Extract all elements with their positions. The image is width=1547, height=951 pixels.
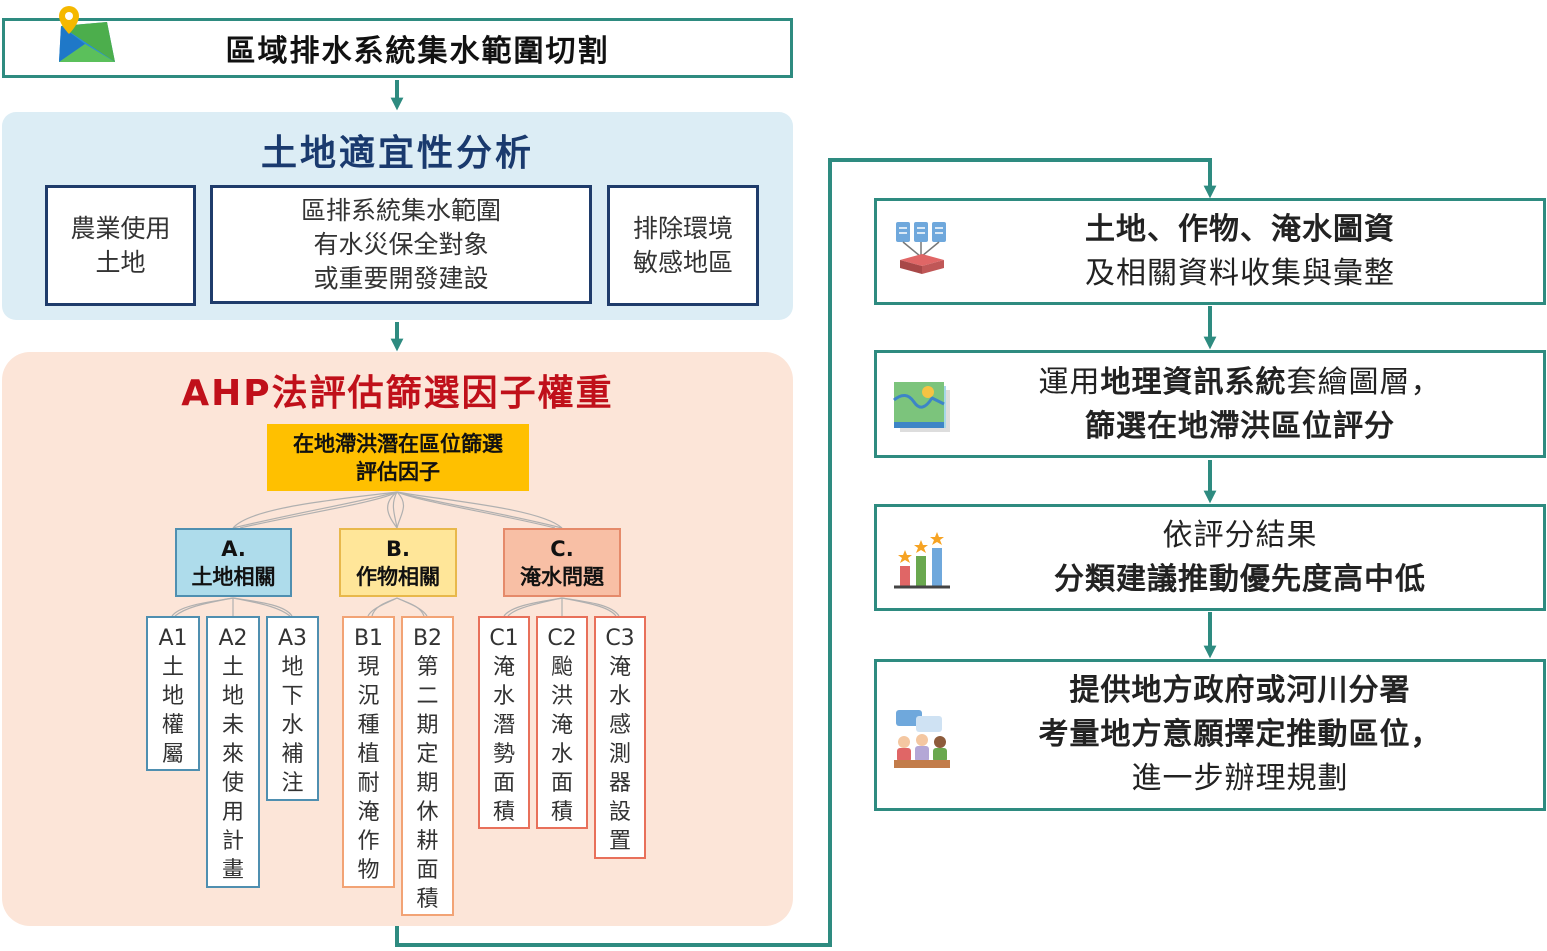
step-3-text: 依評分結果 分類建議推動優先度高中低 [960, 510, 1520, 606]
factor-text: 颱洪淹水面積 [550, 655, 573, 825]
step-line: 依評分結果 [1162, 518, 1318, 553]
map-layers-icon [892, 380, 954, 438]
factor-text: 地下水補注 [281, 655, 304, 796]
step-3-box [874, 504, 1546, 611]
factor-text: 現況種植耐淹作物 [357, 655, 380, 883]
meeting-icon [892, 708, 954, 770]
land-box-agri: 農業使用 土地 [45, 185, 196, 306]
step-line: 運用地理資訊系統套繪圖層， [1039, 361, 1442, 405]
land-box-line: 敏感地區 [632, 247, 733, 277]
factor-code: C2 [547, 626, 577, 651]
step-line: 進一步辦理規劃 [1131, 761, 1349, 796]
factor-c1: C1 淹水潛勢面積 [478, 616, 530, 829]
step-run: 運用 [1038, 365, 1101, 400]
step-1-text: 土地、作物、淹水圖資 及相關資料收集與彙整 [960, 204, 1520, 300]
land-box-catchment: 區排系統集水範圍 有水災保全對象 或重要開發建設 [210, 185, 592, 304]
factor-code: C3 [605, 626, 635, 651]
step-run: 套繪圖層， [1286, 365, 1442, 400]
land-box-line: 區排系統集水範圍 [300, 195, 501, 225]
factor-code: C1 [489, 626, 519, 651]
step-2-box [874, 350, 1546, 458]
land-box-line: 有水災保全對象 [313, 229, 489, 259]
factor-a2: A2 土地未來使用計畫 [206, 616, 260, 888]
step-2-text: 運用地理資訊系統套繪圖層， 篩選在地滯洪區位評分 [960, 356, 1520, 454]
arrow-ahp-to-steps [395, 158, 1217, 947]
root-line: 評估因子 [356, 459, 440, 484]
land-box-line: 農業使用 [70, 213, 171, 243]
factor-text: 淹水潛勢面積 [492, 655, 515, 825]
land-box-line: 排除環境 [632, 213, 733, 243]
database-icon [894, 220, 950, 276]
step-line: 篩選在地滯洪區位評分 [1085, 409, 1395, 444]
hierarchy-lines [171, 491, 620, 617]
top-step-box: 區域排水系統集水範圍切割 [2, 18, 793, 78]
step-line: 考量地方意願擇定推動區位， [1038, 717, 1442, 752]
ahp-title: AHP法評估篩選因子權重 [181, 373, 614, 414]
step-4-box [874, 659, 1546, 811]
category-label: 土地相關 [191, 564, 276, 589]
step-line: 及相關資料收集與彙整 [1085, 256, 1395, 291]
land-box-line: 或重要開發建設 [313, 263, 489, 293]
step-1-box [874, 198, 1546, 305]
factor-a1: A1 土地權屬 [146, 616, 200, 771]
map-pin-icon [55, 4, 119, 66]
ranking-chart-icon [892, 528, 954, 590]
land-box-sensitive: 排除環境 敏感地區 [607, 185, 759, 306]
factor-a3: A3 地下水補注 [266, 616, 319, 801]
step-line: 提供地方政府或河川分署 [1069, 673, 1411, 708]
step-line: 分類建議推動優先度高中低 [1054, 562, 1426, 597]
category-letter: B. [386, 536, 410, 561]
factor-text: 第二期定期休耕面積 [416, 655, 439, 912]
land-box-line: 土地 [95, 247, 146, 277]
category-a: A. 土地相關 [175, 528, 292, 597]
step-run-bold: 地理資訊系統 [1100, 365, 1287, 400]
factor-c2: C2 颱洪淹水面積 [536, 616, 588, 829]
top-step-title: 區域排水系統集水範圍切割 [225, 34, 610, 69]
root-line: 在地滯洪潛在區位篩選 [293, 431, 503, 456]
land-suitability-title: 土地適宜性分析 [260, 133, 534, 174]
category-label: 淹水問題 [520, 564, 604, 589]
step-4-text: 提供地方政府或河川分署 考量地方意願擇定推動區位， 進一步辦理規劃 [960, 665, 1520, 805]
factor-b1: B1 現況種植耐淹作物 [342, 616, 395, 888]
ahp-root-node: 在地滯洪潛在區位篩選 評估因子 [267, 424, 529, 491]
factor-code: A2 [218, 626, 248, 651]
factor-text: 淹水感測器設置 [608, 655, 631, 854]
factor-code: B1 [353, 626, 384, 651]
step-line: 土地、作物、淹水圖資 [1085, 212, 1395, 247]
category-letter: A. [221, 536, 246, 561]
factor-code: A3 [277, 626, 308, 651]
factor-text: 土地權屬 [161, 655, 184, 767]
category-c: C. 淹水問題 [503, 528, 621, 597]
factor-text: 土地未來使用計畫 [221, 655, 244, 883]
factor-b2: B2 第二期定期休耕面積 [401, 616, 454, 916]
factor-code: B2 [412, 626, 443, 651]
factor-c3: C3 淹水感測器設置 [594, 616, 646, 859]
category-letter: C. [550, 536, 574, 561]
factor-code: A1 [158, 626, 188, 651]
category-b: B. 作物相關 [339, 528, 457, 597]
category-label: 作物相關 [356, 564, 440, 589]
